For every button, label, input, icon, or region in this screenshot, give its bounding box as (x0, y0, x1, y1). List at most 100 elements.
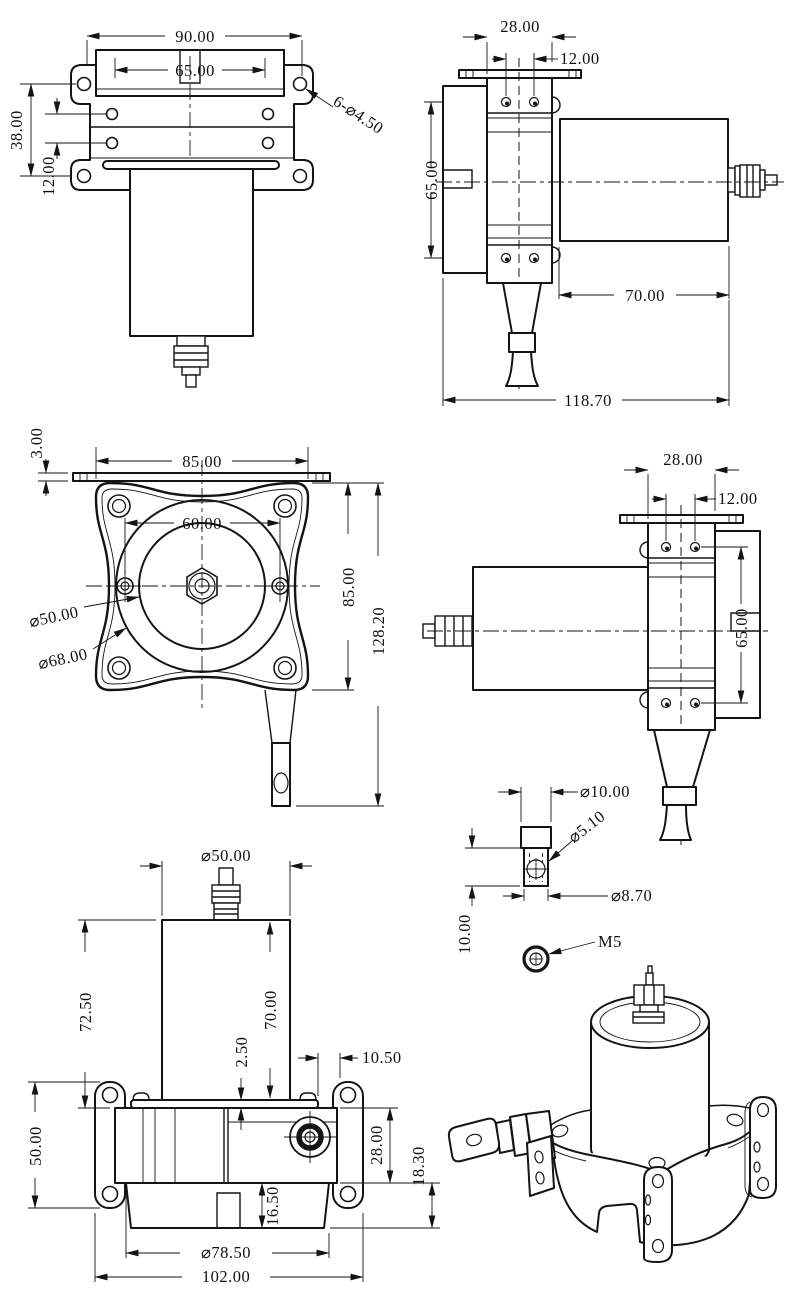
cable-gland-top (211, 867, 241, 921)
dim-12: 12.00 (718, 489, 758, 508)
dimension-72: 72.50 (76, 919, 156, 1109)
dimension-16-5: 16.50 (258, 1182, 282, 1229)
dim-12: 12.00 (39, 156, 58, 196)
dimension-90: 90.00 (86, 27, 303, 76)
dim-70: 70.00 (625, 286, 665, 305)
wire-outlet-tip (505, 351, 539, 387)
dimension-18-3: 18.30 (330, 1146, 440, 1229)
housing-edge (442, 85, 488, 274)
dim-85-right: 85.00 (339, 567, 358, 607)
dim-10-5: 10.50 (362, 1048, 402, 1067)
dim-50: 50.00 (26, 1126, 45, 1166)
dimension-d78: ⌀78.50 (125, 1188, 330, 1262)
iso-ear-front (643, 1166, 673, 1263)
dimension-d87: ⌀8.70 (503, 886, 652, 905)
dimension-60: 60.00 (124, 514, 281, 574)
dimension-28: 28.00 (624, 450, 739, 519)
sensor-body (129, 168, 254, 337)
dim-38: 38.00 (7, 110, 26, 150)
bracket-holes (76, 76, 308, 184)
dim-65: 65.00 (175, 61, 215, 80)
dim-18-3: 18.30 (409, 1146, 428, 1186)
base-skirt (125, 1182, 330, 1229)
iso-ear-left (526, 1135, 555, 1197)
dim-d50: ⌀50.00 (201, 846, 251, 865)
dimension-50: 50.00 (26, 1081, 100, 1209)
dimension-3: 3.00 (27, 428, 68, 496)
dim-128: 128.20 (369, 607, 388, 655)
side-view-left: 28.00 12.00 65.00 (422, 450, 768, 845)
isometric-view (447, 965, 777, 1263)
mounting-plate (72, 472, 331, 482)
dim-d78: ⌀78.50 (201, 1243, 251, 1262)
wire-outlet-tab (264, 689, 297, 807)
dim-d87: ⌀8.70 (611, 886, 652, 905)
dim-28: 28.00 (500, 17, 540, 36)
dimension-102: 102.00 (94, 1213, 364, 1286)
dimension-12: 12.00 (39, 98, 106, 196)
corner-screws (107, 494, 297, 680)
motor-body (472, 566, 649, 691)
motor-body (559, 118, 729, 242)
dim-m5: M5 (598, 932, 622, 951)
dim-85-top: 85.00 (182, 452, 222, 471)
dim-10: 10.00 (455, 914, 474, 954)
front-view: 90.00 65.00 38.00 12.00 6-⌀4.50 (7, 27, 387, 388)
flange-edge (102, 160, 280, 170)
flange (130, 1099, 319, 1109)
dim-118: 118.70 (564, 391, 612, 410)
dim-65: 65.00 (422, 160, 441, 200)
dimension-12: 12.00 (652, 489, 758, 541)
housing-edge (714, 530, 761, 719)
dimension-65: 65.00 (422, 101, 442, 259)
dimension-65: 65.00 (701, 546, 751, 704)
dim-60: 60.00 (182, 514, 222, 533)
front-view-rotated: ⌀50.00 72.50 70.00 2.50 10.50 (26, 846, 440, 1286)
dimension-38: 38.00 (7, 83, 76, 177)
dimension-d10: ⌀10.00 (498, 782, 630, 822)
thread-detail-m5: M5 (522, 932, 622, 973)
dim-2-5: 2.50 (232, 1037, 251, 1068)
wire-outlet-tip (659, 804, 692, 841)
dimension-85-right: 85.00 (312, 482, 384, 691)
dimension-28: 28.00 (463, 17, 576, 74)
dim-28: 28.00 (663, 450, 703, 469)
dimension-d50: ⌀50.00 (140, 846, 312, 916)
dimension-85-top: 85.00 (95, 447, 309, 479)
dimension-10: 10.00 (455, 828, 520, 954)
dim-28: 28.00 (367, 1125, 386, 1165)
dimension-65: 65.00 (114, 58, 266, 80)
bracket-screws (660, 541, 701, 709)
dimension-70: 70.00 (558, 246, 730, 305)
sensor-body (161, 919, 291, 1101)
bracket-screws (500, 96, 540, 264)
dim-65: 65.00 (732, 608, 751, 648)
dim-16-5: 16.50 (263, 1186, 282, 1226)
plate-notch (179, 50, 201, 84)
iso-shaft-nut (632, 965, 665, 1024)
dim-102: 102.00 (202, 1267, 250, 1286)
wire-outlet-front (284, 1111, 336, 1163)
iso-plate-holes (551, 1113, 744, 1170)
dimension-12: 12.00 (492, 49, 600, 96)
dim-70: 70.00 (261, 990, 280, 1030)
dim-12: 12.00 (560, 49, 600, 68)
dim-72: 72.50 (76, 992, 95, 1032)
iso-ear-right (744, 1096, 777, 1199)
dimension-128: 128.20 (296, 482, 388, 807)
cable-gland (173, 335, 209, 388)
dimension-118: 118.70 (442, 278, 730, 410)
dim-3: 3.00 (27, 428, 46, 459)
mounting-plate-edge (458, 69, 582, 79)
dim-d10: ⌀10.00 (580, 782, 630, 801)
dim-90: 90.00 (175, 27, 215, 46)
wire-end-detail: ⌀10.00 ⌀5.10 ⌀8.70 10.00 M5 (455, 782, 652, 973)
side-view-right: 28.00 12.00 65.00 70.00 118.70 (422, 17, 784, 410)
cable-gland (727, 164, 778, 198)
dimension-10-5: 10.50 (298, 1048, 402, 1096)
dimension-28: 28.00 (340, 1107, 440, 1184)
dimension-70: 70.00 (261, 921, 280, 1099)
dimension-2-5: 2.50 (232, 1037, 251, 1130)
